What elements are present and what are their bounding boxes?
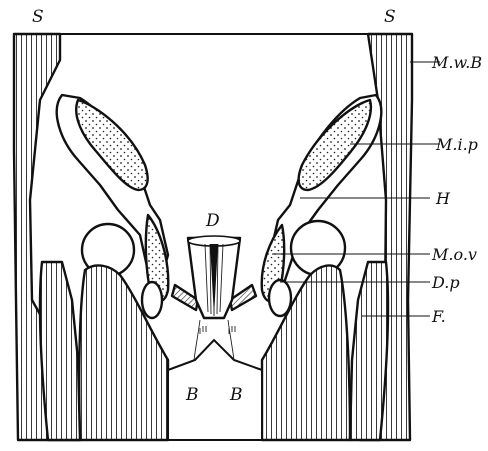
- label-mwb: M.w.B: [431, 53, 482, 72]
- label-dp: D.p: [431, 273, 460, 292]
- label-s-right: S: [384, 7, 396, 27]
- label-d: D: [205, 211, 220, 231]
- label-b-right: B: [229, 385, 243, 405]
- label-mov: M.o.v: [431, 245, 477, 264]
- label-h: H: [435, 189, 451, 208]
- tubercle-left: [142, 282, 162, 318]
- label-s-left: S: [32, 7, 44, 27]
- tubercle-right: [269, 280, 291, 316]
- label-f: F.: [431, 307, 446, 326]
- label-mip: M.i.p: [435, 135, 478, 154]
- b-region-outline: [168, 340, 262, 440]
- label-b-left: B: [185, 385, 199, 405]
